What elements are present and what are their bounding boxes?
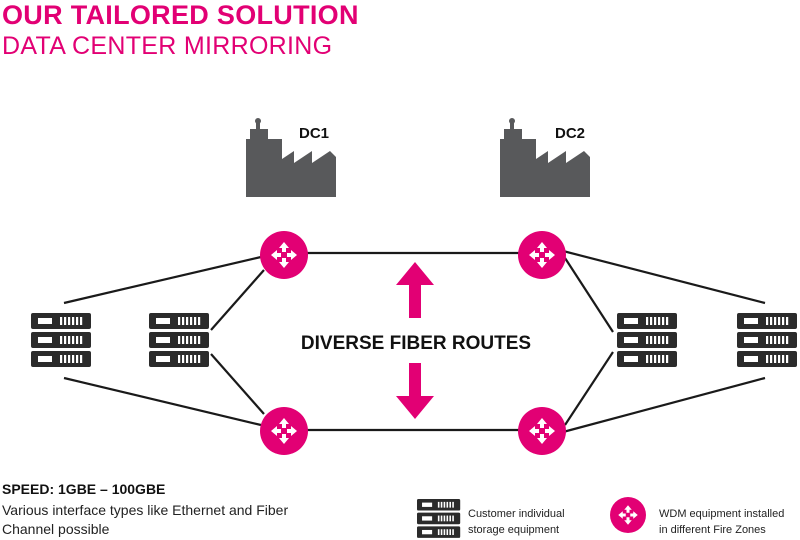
legend-wdm-text: WDM equipment installed in different Fir… — [659, 506, 784, 538]
link-s2-bottom — [210, 353, 265, 415]
link-s1-top — [63, 255, 262, 305]
fiber-links — [63, 249, 766, 434]
diverse-fiber-routes-label: DIVERSE FIBER ROUTES — [301, 333, 531, 354]
storage-server-icon — [617, 313, 677, 367]
legend-wdm-line1: WDM equipment installed — [659, 508, 785, 520]
legend-storage-line1: Customer individual — [468, 508, 565, 520]
dc1-label: DC1 — [299, 125, 329, 142]
legend-wdm-icon — [610, 497, 646, 533]
arrow-up-icon — [396, 262, 434, 318]
speed-heading: SPEED: 1GBE – 100GBE — [2, 481, 166, 497]
page-title: OUR TAILORED SOLUTION — [2, 0, 359, 30]
wdm-router-icon — [518, 407, 566, 455]
legend-storage-icon — [417, 499, 460, 538]
legend-wdm-line2: in different Fire Zones — [659, 524, 766, 536]
dc2-label: DC2 — [555, 125, 585, 142]
legend-storage-line2: storage equipment — [468, 524, 560, 536]
storage-server-icon — [31, 313, 91, 367]
storage-server-icon — [737, 313, 797, 367]
wdm-router-icon — [260, 231, 308, 279]
wdm-router-icon — [518, 231, 566, 279]
page-subtitle: DATA CENTER MIRRORING — [2, 32, 333, 60]
wdm-router-icon — [260, 407, 308, 455]
link-s4-top — [562, 249, 766, 305]
speed-description: Various interface types like Ethernet an… — [2, 502, 289, 537]
link-s2-top — [210, 269, 265, 331]
legend-storage-text: Customer individual storage equipment — [468, 506, 565, 538]
link-s1-bottom — [63, 376, 262, 427]
link-s3-bottom — [564, 351, 614, 426]
link-s3-top — [564, 257, 614, 333]
link-s4-bottom — [562, 376, 766, 434]
arrow-down-icon — [396, 363, 434, 419]
storage-server-icon — [149, 313, 209, 367]
